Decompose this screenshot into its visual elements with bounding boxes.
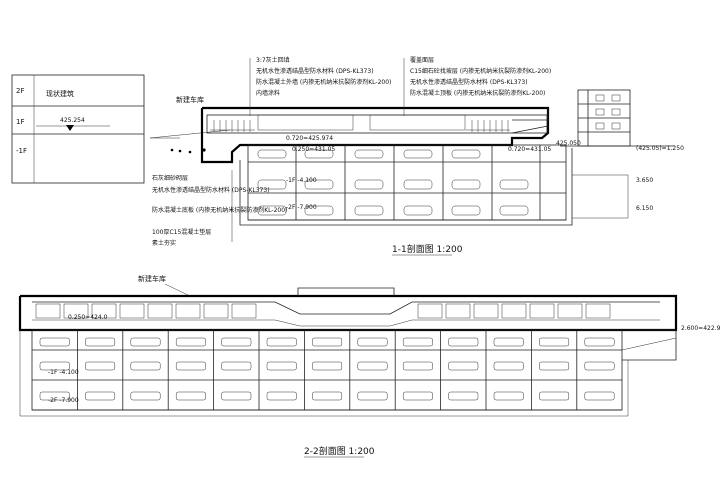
- parking-bay: [493, 391, 524, 401]
- parking-bay: [175, 337, 206, 347]
- parking-bay: [266, 361, 297, 371]
- parking-bay: [312, 337, 343, 347]
- parking-bay: [39, 391, 70, 401]
- parking-bay: [175, 391, 206, 401]
- s2-level-right: 2.600=422.9: [681, 325, 721, 332]
- parking-bay: [85, 337, 116, 347]
- floor-legend: 2F 现状建筑 1F 425.254 -1F: [11, 74, 145, 184]
- s1-level-b2: -2F -7.900: [286, 204, 317, 211]
- parking-bay: [584, 337, 615, 347]
- s1-level-r1: 3.650: [636, 177, 653, 184]
- parking-bay: [130, 337, 161, 347]
- s1-top-note-4: 内墙涂料: [256, 89, 280, 97]
- parking-bay: [130, 361, 161, 371]
- parking-bay: [39, 337, 70, 347]
- parking-bay: [221, 361, 252, 371]
- s1-title: 1-1剖面图 1:200: [392, 243, 463, 255]
- parking-bay: [448, 361, 479, 371]
- parking-bay: [539, 337, 570, 347]
- parking-bay: [402, 391, 433, 401]
- s1-level-roof-mid: 0.250=431.05: [292, 146, 335, 153]
- section2-building-label: 新建车库: [138, 274, 166, 283]
- legend-floor-b1: -1F: [16, 147, 27, 155]
- s1-right-note-3: 无机水性渗透结晶型防水材料 (DPS-KL373): [410, 78, 528, 86]
- s1-level-ground-right: 425.050: [556, 140, 581, 147]
- legend-level-1f: 425.254: [60, 117, 85, 124]
- s1-top-note-3: 防水混凝土外墙 (内掺无机纳米抗裂防渗剂KL-200): [256, 78, 391, 86]
- legend-floor-1f: 1F: [16, 118, 24, 126]
- parking-bay: [357, 337, 388, 347]
- parking-bay: [493, 337, 524, 347]
- s1-right-note-1: 覆盖面层: [410, 56, 434, 64]
- s1-left-note-4: 100厚C15混凝土垫层: [152, 228, 211, 236]
- parking-bay: [357, 391, 388, 401]
- s1-left-note-2: 无机水性渗透结晶型防水材料 (DPS-KL373): [152, 186, 270, 194]
- parking-bay: [85, 361, 116, 371]
- s1-left-note-5: 素土夯实: [152, 239, 176, 247]
- s1-level-roof-right: 0.720=431.05: [508, 146, 551, 153]
- s2-level-b1: -1F -4.100: [48, 369, 79, 376]
- parking-bay: [402, 361, 433, 371]
- s2-level-b2: -2F -7.900: [48, 397, 79, 404]
- parking-bay: [539, 391, 570, 401]
- legend-existing-building: 现状建筑: [46, 89, 74, 98]
- parking-bay: [584, 391, 615, 401]
- parking-bay: [266, 391, 297, 401]
- s1-level-r2: 6.150: [636, 205, 653, 212]
- parking-bay: [539, 361, 570, 371]
- s1-left-note-3: 防水混凝土底板 (内掺无机纳米抗裂防渗剂KL-200): [152, 206, 287, 214]
- parking-bay: [493, 361, 524, 371]
- parking-bay: [175, 361, 206, 371]
- section1-building-label: 新建车库: [176, 95, 204, 104]
- s1-top-note-1: 3:7灰土回填: [256, 56, 290, 64]
- s1-left-note-1: 石灰细砂砌层: [152, 174, 188, 182]
- s1-level-b1: -1F -4.100: [286, 177, 317, 184]
- parking-bay: [584, 361, 615, 371]
- section-1-1: 新建车库: [149, 56, 684, 256]
- level-marker-icon: [66, 125, 74, 131]
- parking-bay: [85, 391, 116, 401]
- parking-bay: [221, 391, 252, 401]
- parking-bay: [39, 361, 70, 371]
- parking-bay: [448, 391, 479, 401]
- parking-bay: [221, 337, 252, 347]
- legend-floor-2f: 2F: [16, 87, 24, 95]
- s2-title: 2-2剖面图 1:200: [304, 445, 375, 457]
- parking-bay: [312, 361, 343, 371]
- s1-top-note-2: 无机水性渗透结晶型防水材料 (DPS-KL373): [256, 67, 374, 75]
- parking-bay: [357, 361, 388, 371]
- s1-right-note-2: C15细石砼找坡层 (内掺无机纳米抗裂防渗剂KL-200): [410, 67, 551, 75]
- s1-right-note-4: 防水混凝土顶板 (内掺无机纳米抗裂防渗剂KL-200): [410, 89, 545, 97]
- parking-bay: [402, 337, 433, 347]
- parking-bay: [312, 391, 343, 401]
- parking-bay: [266, 337, 297, 347]
- s1-level-roof-left: 0.720=425.974: [286, 135, 333, 142]
- section-2-2: 新建车库 0.250=424.: [18, 274, 721, 458]
- s1-level-ground-far: (425.05)=1.250: [636, 145, 684, 152]
- parking-bay: [448, 337, 479, 347]
- s2-level-roof: 0.250=424.0: [68, 314, 108, 321]
- parking-bay: [130, 391, 161, 401]
